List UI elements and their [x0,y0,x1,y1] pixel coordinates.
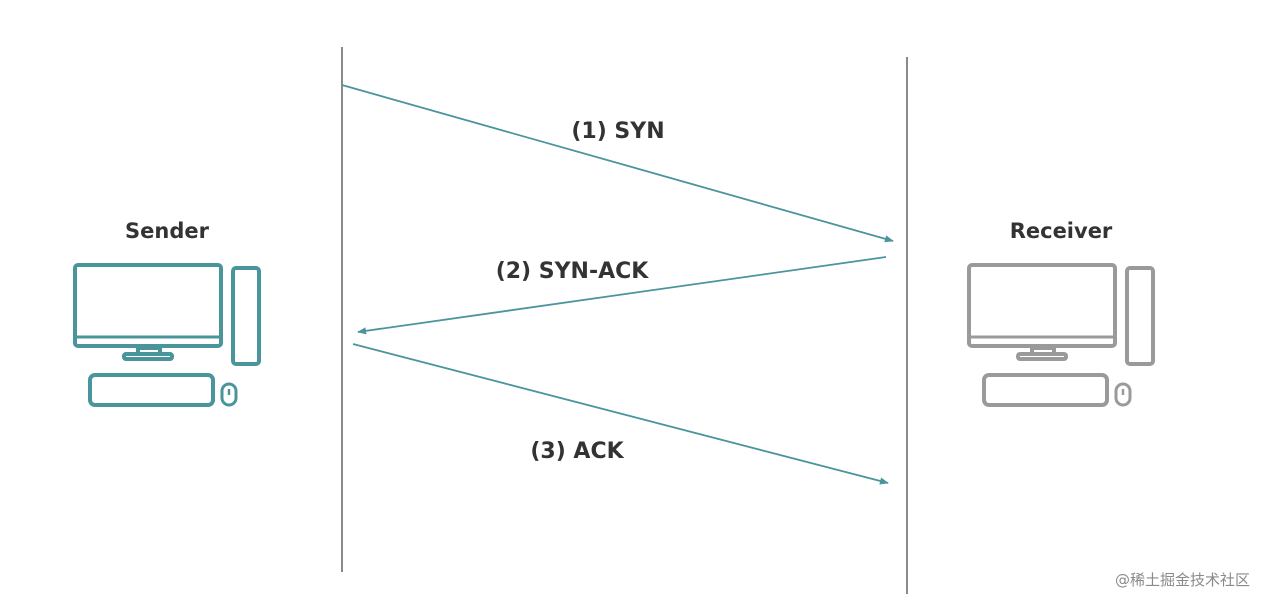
syn-arrow [341,84,894,243]
sender-label: Sender [125,219,210,243]
sender-computer-icon [73,263,261,407]
receiver-label: Receiver [1010,219,1113,243]
receiver-computer-icon [967,263,1155,407]
syn-ack-arrow [357,256,887,335]
ack-label: (3) ACK [530,439,624,464]
syn-label: (1) SYN [571,119,664,144]
watermark: @稀土掘金技术社区 [1115,571,1250,589]
syn-ack-label: (2) SYN-ACK [496,259,650,284]
ack-arrow [352,343,889,485]
